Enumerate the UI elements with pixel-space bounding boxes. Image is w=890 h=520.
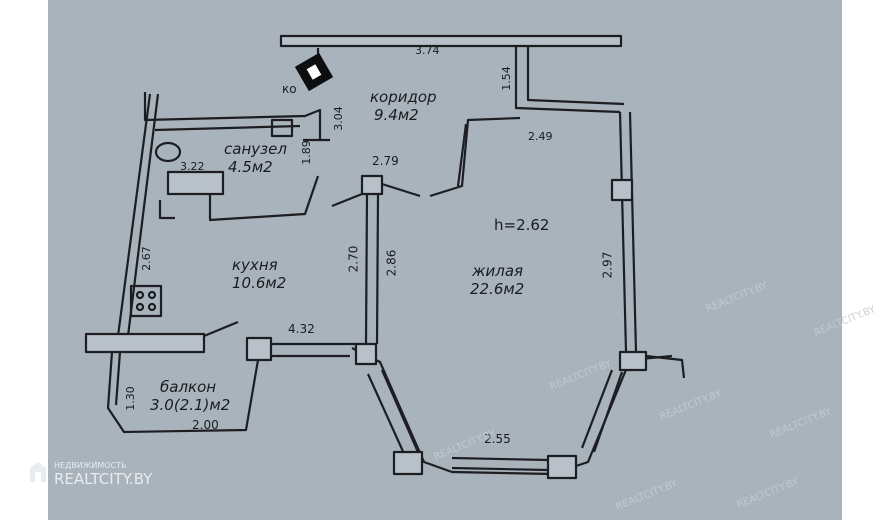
dim-bath-height: 1.89: [299, 140, 313, 165]
living-label: жилая 22.6м2: [470, 262, 524, 298]
toilet: [154, 141, 182, 163]
partition-column: [360, 174, 384, 196]
page-margin: [842, 0, 890, 520]
corridor-label: коридор 9.4м2: [370, 88, 437, 124]
bay-window: [351, 347, 673, 476]
room-area: 4.5м2: [228, 158, 273, 176]
room-area: 10.6м2: [232, 274, 287, 292]
dim-bath-width: 3.22: [180, 160, 205, 173]
dim-corridor-inner: 3.04: [331, 106, 345, 131]
top-wall: [279, 34, 623, 48]
house-logo-icon: [30, 462, 46, 482]
room-name: балкон: [160, 378, 217, 396]
dim-279: 2.79: [372, 154, 399, 168]
cut-label: ко: [282, 82, 297, 96]
room-name: жилая: [472, 262, 524, 280]
room-area: 22.6м2: [470, 280, 525, 298]
bathroom-walls: [143, 92, 322, 140]
brand-big: REALTCITY.BY: [54, 470, 153, 488]
stove: [129, 284, 163, 318]
room-area: 3.0(2.1)м2: [150, 396, 231, 414]
dim-balcony-bottom: 2.00: [192, 418, 219, 432]
dim-bay-bottom: 2.55: [484, 432, 511, 446]
balcony-top-wall: [84, 332, 206, 354]
left-wall: [116, 93, 152, 337]
dim-living-right: 2.97: [600, 251, 615, 279]
corridor-right-wall: [514, 46, 621, 114]
sink: [270, 118, 294, 138]
dim-corridor-side: 1.54: [499, 66, 513, 91]
kitchen-label: кухня 10.6м2: [232, 256, 286, 292]
ceiling-height: h=2.62: [494, 216, 550, 234]
balcony-label: балкон 3.0(2.1)м2: [150, 378, 230, 414]
room-name: кухня: [232, 256, 278, 274]
dim-kitchen-side: 2.67: [139, 246, 153, 271]
dim-living-top: 2.49: [528, 130, 553, 143]
room-area: 9.4м2: [374, 106, 419, 124]
living-left-wall: [429, 116, 521, 198]
balcony-outline: [106, 351, 260, 434]
dim-balcony-side: 1.30: [123, 386, 137, 411]
room-name: санузел: [224, 140, 287, 158]
room-name: коридор: [370, 88, 437, 106]
living-right-wall: [618, 111, 628, 353]
bathtub: [166, 170, 225, 196]
cut-marker: [294, 52, 334, 92]
floor-plan-sheet: [48, 0, 842, 520]
brand-small: НЕДВИЖИМОСТЬ: [54, 461, 127, 470]
dim-living-left: 2.86: [384, 249, 399, 277]
bathroom-label: санузел 4.5м2: [224, 140, 287, 176]
dim-kitchen-inner: 2.70: [346, 245, 361, 273]
dim-top: 3.74: [415, 44, 440, 57]
dim-kitchen-bottom: 4.32: [288, 322, 315, 336]
